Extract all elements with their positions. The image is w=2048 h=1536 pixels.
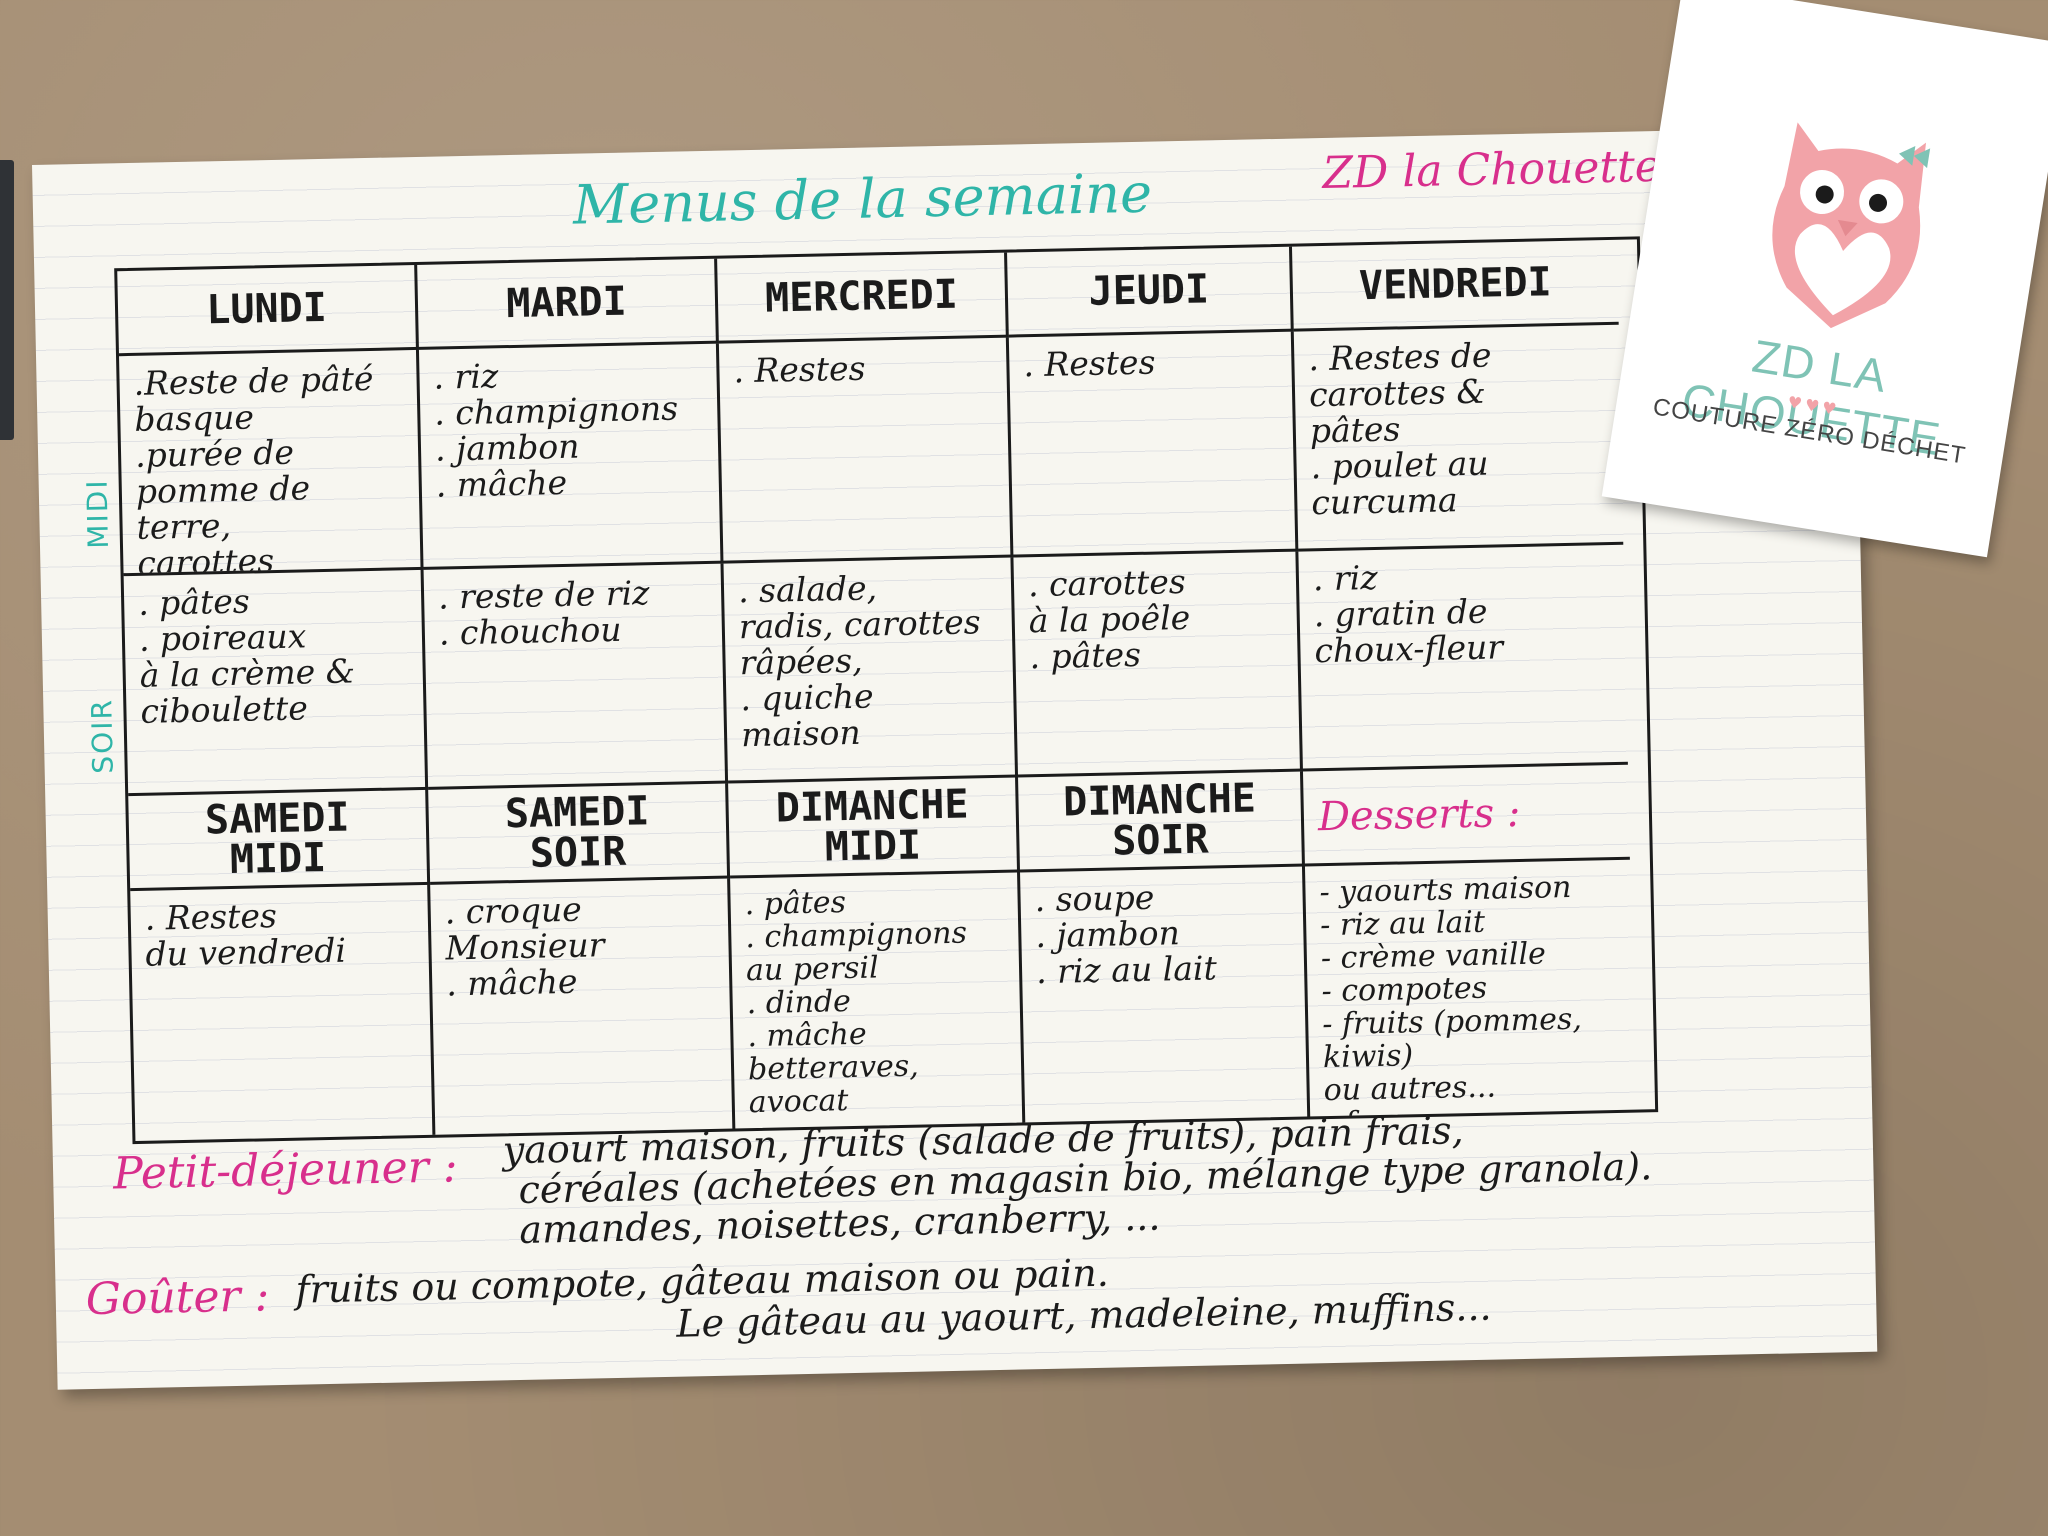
desserts-list: - yaourts maison - riz au lait - crème v…	[1319, 869, 1583, 1117]
soir-jeudi: . carottes à la poêle . pâtes	[1013, 551, 1303, 778]
header-mardi: MARDI	[417, 258, 719, 350]
header-dimanche-midi: DIMANCHE MIDI	[728, 777, 1021, 879]
owl-logo-icon	[1772, 122, 1931, 329]
header-mercredi: MERCREDI	[717, 252, 1009, 344]
header-samedi-soir: SAMEDI SOIR	[428, 783, 731, 885]
midi-mardi: . riz . champignons . jambon . mâche	[418, 343, 724, 570]
samedi-midi-menu: . Restes du vendredi	[130, 884, 436, 1142]
header-vendredi: VENDREDI	[1291, 239, 1619, 332]
gouter-label: Goûter :	[85, 1270, 270, 1326]
header-jeudi: JEUDI	[1007, 246, 1294, 338]
samedi-soir-menu: . croque Monsieur . mâche	[430, 878, 736, 1135]
header-samedi-midi: SAMEDI MIDI	[128, 789, 431, 892]
dimanche-soir-menu: . soupe . jambon . riz au lait	[1020, 866, 1311, 1123]
header-lundi: LUNDI	[117, 264, 419, 357]
business-card: ZD LA CHOUETTE ♥♥♥ COUTURE ZÉRO DÉCHET	[1601, 0, 2048, 558]
petit-dejeuner-label: Petit-déjeuner :	[112, 1141, 459, 1200]
midi-mercredi: . Restes	[718, 337, 1014, 564]
soir-label: SOIR	[85, 697, 120, 774]
midi-jeudi: . Restes	[1008, 331, 1299, 558]
menu-sheet: Menus de la semaine ZD la Chouette MIDI …	[32, 126, 1878, 1390]
soir-vendredi: . riz . gratin de choux-fleur	[1298, 544, 1628, 772]
sheet-title: Menus de la semaine	[572, 161, 1153, 237]
gouter-section: Goûter : fruits ou compote, gâteau maiso…	[85, 1237, 1837, 1373]
midi-vendredi: . Restes de carottes & pâtes . poulet au…	[1293, 324, 1624, 552]
midi-label: MIDI	[80, 478, 116, 550]
soir-mardi: . reste de riz . chouchou	[423, 563, 729, 790]
soir-mercredi: . salade, radis, carottes râpées, . quic…	[723, 557, 1019, 784]
midi-lundi: .Reste de pâté basque .purée de pomme de…	[119, 349, 424, 577]
footer-notes: Petit-déjeuner : yaourt maison, fruits (…	[85, 1103, 1837, 1374]
soir-lundi: . pâtes . poireaux à la crème & ciboulet…	[123, 569, 429, 797]
dark-object-edge	[0, 160, 14, 440]
dimanche-midi-menu: . pâtes . champignons au persil . dinde …	[730, 872, 1026, 1129]
menu-grid: LUNDI MARDI MERCREDI JEUDI VENDREDI .Res…	[114, 236, 1659, 1145]
header-dimanche-soir: DIMANCHE SOIR	[1018, 771, 1305, 873]
sheet-brand: ZD la Chouette	[1321, 140, 1662, 199]
header-desserts: Desserts :	[1302, 764, 1630, 867]
